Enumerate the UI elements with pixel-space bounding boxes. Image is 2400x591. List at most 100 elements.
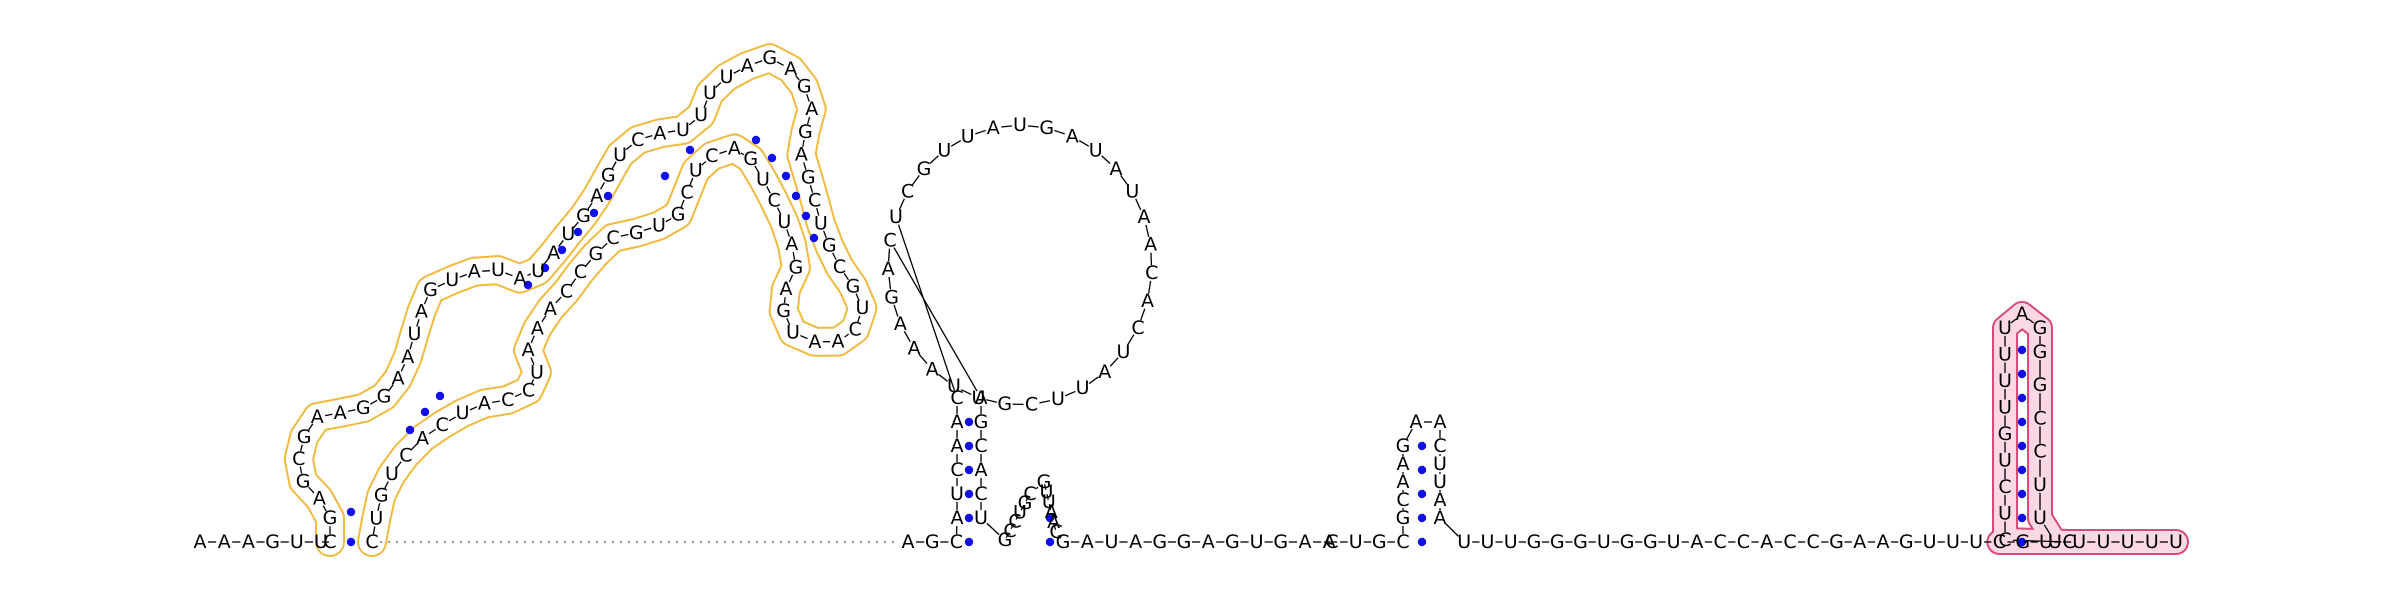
backbone-link (482, 270, 491, 272)
backbone-link (299, 466, 303, 474)
backbone-link (527, 273, 532, 277)
nucleotide: A (415, 301, 428, 323)
backbone-link (1057, 535, 1062, 539)
base-pair-dot (964, 417, 974, 427)
nucleotide: U (1998, 397, 2012, 419)
nucleotide: A (1434, 411, 1447, 433)
base-pair-dot (1045, 537, 1055, 547)
nucleotide: G (1396, 507, 1411, 529)
nucleotide: A (1299, 531, 1312, 553)
backbone-link (542, 258, 549, 266)
nucleotide: A (1138, 206, 1151, 228)
backbone-link (1135, 198, 1142, 211)
nucleotide: G (997, 393, 1012, 415)
nucleotide: C (950, 459, 963, 481)
nucleotide: U (2096, 531, 2110, 553)
nucleotide: G (1620, 531, 1635, 553)
nucleotide: C (1807, 531, 1820, 553)
nucleotide: A (1110, 158, 1123, 180)
nucleotide: A (1853, 531, 1866, 553)
nucleotide: A (1129, 531, 1142, 553)
nucleotide: A (1760, 531, 1773, 553)
nucleotide: U (974, 507, 988, 529)
nucleotide: G (1039, 117, 1054, 139)
nucleotide: A (784, 58, 797, 80)
nucleotide: U (1998, 503, 2012, 525)
nucleotide: U (369, 508, 383, 530)
nucleotide: A (1066, 125, 1079, 147)
nucleotide: C (1008, 511, 1021, 533)
nucleotide: G (846, 275, 861, 297)
base-pair-dot (589, 208, 599, 218)
backbone-link (888, 276, 892, 290)
backbone-link (689, 177, 694, 186)
nucleotide: A (780, 278, 793, 300)
nucleotide: C (1998, 476, 2011, 498)
backbone-link (986, 399, 998, 403)
backbone-link (719, 150, 727, 155)
backbone-link (372, 526, 376, 535)
nucleotide: U (407, 323, 421, 345)
nucleotide: A (313, 488, 326, 510)
nucleotide: G (797, 76, 812, 98)
nucleotide: C (901, 181, 914, 203)
nucleotide: U (1433, 453, 1447, 475)
backbone-link (766, 186, 771, 194)
highlight-halos (283, 43, 2189, 557)
backbone-link (1120, 175, 1129, 186)
backbone-link (2043, 524, 2052, 536)
backbone-link (1010, 523, 1015, 529)
nucleotide: U (1998, 450, 2012, 472)
nucleotide: U (961, 125, 975, 147)
nucleotide: U (1998, 370, 2012, 392)
nucleotide: U (314, 531, 328, 553)
nucleotide: A (1144, 234, 1157, 256)
nucleotide: G (925, 531, 940, 553)
nucleotide: U (676, 119, 690, 141)
base-pair-dot (557, 245, 567, 255)
backbone-link (823, 230, 827, 239)
base-pair-dot (2017, 369, 2027, 379)
backbone-link (1145, 224, 1150, 238)
backbone-link (809, 184, 814, 193)
backbone-link (903, 330, 911, 342)
nucleotide: U (1117, 341, 1131, 363)
backbone-link (1046, 494, 1049, 500)
backbone-link (505, 272, 513, 277)
nucleotide: U (1504, 531, 1518, 553)
backbone-link (680, 199, 685, 208)
nucleotide: C (501, 389, 514, 411)
backbone-link (918, 354, 928, 364)
backbone-link (832, 252, 837, 260)
base-pair-dot (2017, 441, 2027, 451)
backbone-link (1053, 524, 1057, 530)
nucleotide: G (1152, 531, 1167, 553)
base-pair-dot (1417, 489, 1427, 499)
backbone-link (428, 428, 436, 435)
backbone-link (1064, 390, 1076, 397)
nucleotide: U (531, 260, 545, 282)
nucleotide: A (741, 55, 754, 77)
backbone-link (625, 144, 633, 151)
nucleotide: G (801, 167, 816, 189)
nucleotide: U (1481, 531, 1495, 553)
backbone-link (701, 160, 707, 166)
nucleotide: U (703, 82, 717, 104)
base-pair-dot (660, 171, 670, 181)
nucleotide: C (1049, 521, 1062, 543)
backbone-link (733, 69, 741, 74)
backbone-link (960, 389, 972, 396)
backbone-link (893, 304, 899, 317)
nucleotide: A (547, 242, 560, 264)
nucleotide: G (2033, 374, 2048, 396)
backbone-link (776, 207, 782, 215)
nucleotide: C (292, 448, 305, 470)
backbone-link (369, 399, 378, 405)
nucleotide: A (1397, 471, 1410, 493)
backbone-link (347, 409, 356, 412)
nucleotide: U (2072, 531, 2086, 553)
nucleotide: G (917, 158, 932, 180)
backbone-link (776, 61, 784, 66)
backbone-link (788, 274, 794, 283)
